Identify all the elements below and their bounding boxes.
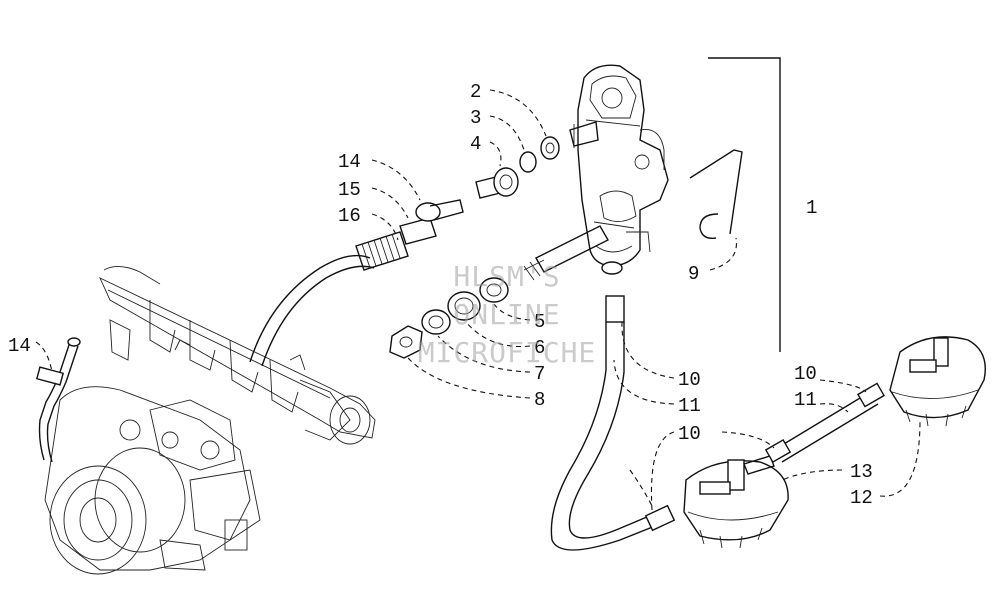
callout-3: 3	[470, 107, 481, 129]
o-ring	[519, 151, 537, 173]
vacuum-regulator-lower	[683, 455, 789, 549]
watermark-line-2: ONLINE	[453, 298, 561, 331]
hose-nipple	[475, 167, 519, 199]
callout-10-lower: 10	[678, 423, 701, 445]
watermark-line-1: HLSM'S	[453, 260, 561, 293]
vacuum-regulator-upper	[889, 336, 986, 427]
leader-lines	[35, 89, 921, 511]
callout-8: 8	[534, 389, 545, 411]
callout-7: 7	[534, 363, 545, 385]
sealing-washer	[540, 136, 560, 160]
callout-10-right: 10	[794, 363, 817, 385]
mounting-hardware	[389, 277, 509, 359]
fuel-pump-stem	[523, 225, 609, 281]
callout-4: 4	[470, 133, 481, 155]
callout-9: 9	[688, 263, 699, 285]
callout-11-right: 11	[794, 389, 817, 411]
regulator-connector-hose	[764, 382, 885, 464]
callout-10-center: 10	[678, 369, 701, 391]
vent-hose-left	[35, 337, 81, 463]
fuel-pump-body	[569, 64, 669, 275]
callout-14-left: 14	[8, 335, 31, 357]
callout-1: 1	[806, 197, 817, 219]
fuel-outlet-hose	[550, 295, 676, 551]
callout-2: 2	[470, 81, 481, 103]
callout-6: 6	[534, 337, 545, 359]
callout-15: 15	[338, 179, 361, 201]
callout-13: 13	[850, 461, 873, 483]
callout-5: 5	[534, 311, 545, 333]
retaining-clip	[689, 149, 743, 239]
callout-16: 16	[338, 205, 361, 227]
engine-throttle-body	[44, 266, 376, 575]
impulse-hose	[249, 199, 464, 367]
spring-sleeve	[355, 231, 409, 271]
assembly-bracket	[708, 57, 781, 352]
callout-12: 12	[850, 487, 873, 509]
callout-labels: 2 3 4 14 15 16 1 9 14 5 6 7 8 10 11 10 1…	[8, 81, 873, 509]
watermark: HLSM'S ONLINE MICROFICHE	[392, 258, 622, 372]
watermark-line-3: MICROFICHE	[417, 336, 597, 369]
callout-14-upper: 14	[338, 151, 361, 173]
callout-11-center: 11	[678, 395, 701, 417]
